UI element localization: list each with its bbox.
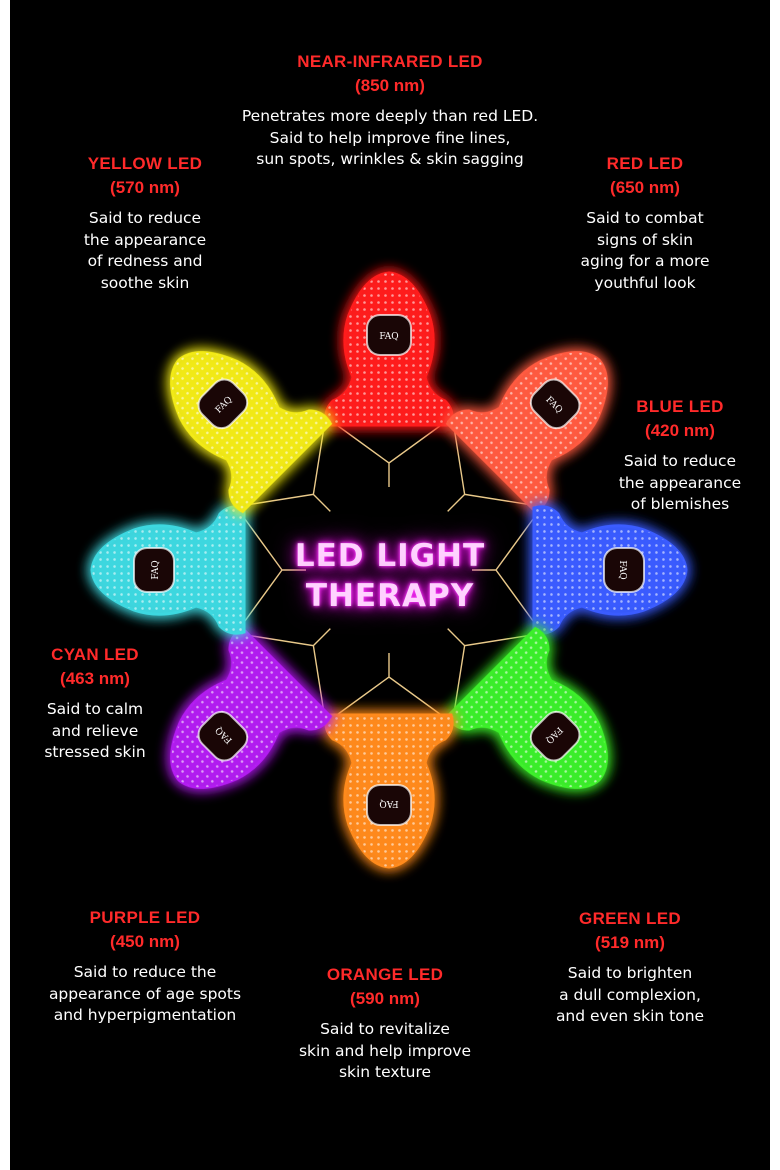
blue-led-mask: FAQ (472, 505, 688, 635)
mask-window (366, 314, 412, 356)
mask-window (197, 710, 249, 762)
mask-brand-logo: FAQ (379, 332, 398, 342)
led-description: Penetrates more deeply than red LED. Sai… (241, 107, 539, 168)
mask-strap (246, 427, 331, 512)
led-name: YELLOW LED (87, 154, 203, 173)
mask-window (133, 547, 175, 593)
red-led-label: RED LED (650 nm) Said to combat signs of… (540, 152, 750, 294)
led-name: PURPLE LED (89, 908, 201, 927)
led-wavelength: (463 nm) (60, 669, 130, 688)
near-infrared-led-label: NEAR-INFRARED LED (850 nm) Penetrates mo… (200, 50, 580, 171)
mask-strap (333, 653, 445, 718)
mask-window (603, 547, 645, 593)
purple-led-mask: FAQ (132, 626, 333, 827)
led-description: Said to reduce the appearance of redness… (83, 209, 207, 292)
orange-led-mask: FAQ (324, 653, 454, 869)
cyan-led-label: CYAN LED (463 nm) Said to calm and relie… (10, 643, 180, 764)
led-description: Said to revitalize skin and help improve… (298, 1020, 472, 1081)
mask-strap (447, 427, 532, 512)
led-name: NEAR-INFRARED LED (297, 52, 483, 71)
yellow-led-label: YELLOW LED (570 nm) Said to reduce the a… (50, 152, 240, 294)
title-line-2: THERAPY (305, 578, 475, 614)
infographic-canvas: FAQ FAQ FAQ FAQ FAQ FAQ FAQ FAQ NEAR-INFRARED L… (10, 0, 770, 1170)
led-name: BLUE LED (636, 397, 724, 416)
mask-strap (333, 422, 445, 487)
led-name: CYAN LED (51, 645, 139, 664)
mask-brand-logo: FAQ (151, 560, 161, 579)
led-description: Said to calm and relieve stressed skin (44, 700, 146, 761)
mask-strap (246, 628, 331, 713)
led-wavelength: (420 nm) (645, 421, 715, 440)
yellow-led-mask: FAQ (132, 313, 333, 514)
mask-brand-logo: FAQ (617, 560, 627, 579)
mask-layer: FAQ FAQ FAQ FAQ FAQ FAQ FAQ FAQ (90, 271, 688, 869)
led-description: Said to reduce the appearance of blemish… (618, 452, 742, 513)
orange-led-label: ORANGE LED (590 nm) Said to revitalize s… (275, 963, 495, 1084)
mask-window (366, 784, 412, 826)
led-wavelength: (850 nm) (355, 76, 425, 95)
led-wavelength: (519 nm) (595, 933, 665, 952)
near-infrared-led-mask: FAQ (324, 271, 454, 487)
led-name: ORANGE LED (326, 965, 444, 984)
green-led-label: GREEN LED (519 nm) Said to brighten a du… (540, 907, 720, 1028)
led-wavelength: (570 nm) (110, 178, 180, 197)
green-led-mask: FAQ (445, 626, 646, 827)
led-wavelength: (650 nm) (610, 178, 680, 197)
mask-strap (241, 514, 306, 626)
title-line-1: LED LIGHT (294, 538, 486, 574)
led-name: GREEN LED (579, 909, 681, 928)
mask-window (197, 378, 249, 430)
mask-strap (472, 514, 537, 626)
mask-brand-logo: FAQ (379, 798, 398, 808)
led-description: Said to combat signs of skin aging for a… (580, 209, 710, 292)
led-description: Said to brighten a dull complexion, and … (555, 964, 705, 1025)
led-description: Said to reduce the appearance of age spo… (48, 963, 242, 1024)
red-led-mask: FAQ (445, 313, 646, 514)
purple-led-label: PURPLE LED (450 nm) Said to reduce the a… (30, 906, 260, 1027)
mask-window (529, 710, 581, 762)
blue-led-label: BLUE LED (420 nm) Said to reduce the app… (585, 395, 770, 516)
neon-title: LED LIGHT THERAPY (190, 536, 590, 616)
cyan-led-mask: FAQ (90, 505, 306, 635)
mask-window (529, 378, 581, 430)
led-name: RED LED (606, 154, 684, 173)
led-masks-ring: FAQ FAQ FAQ FAQ FAQ FAQ FAQ FAQ (90, 271, 688, 869)
led-wavelength: (450 nm) (110, 932, 180, 951)
mask-strap (447, 628, 532, 713)
led-wavelength: (590 nm) (350, 989, 420, 1008)
